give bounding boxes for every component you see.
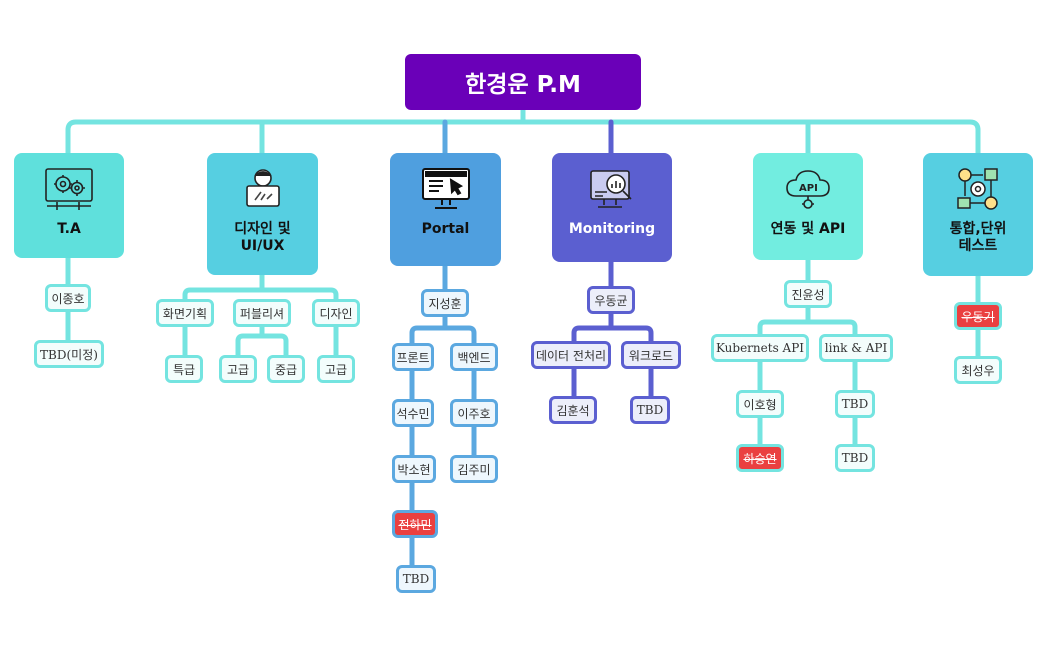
root-node[interactable]: 한경운 P.M xyxy=(405,54,641,110)
node-portal-kimju[interactable]: 김주미 xyxy=(450,455,498,483)
integration-flow-icon xyxy=(950,165,1006,213)
node-ta-lee[interactable]: 이종호 xyxy=(45,284,91,312)
node-design-plan-grade[interactable]: 특급 xyxy=(165,355,203,383)
branch-label: T.A xyxy=(57,221,81,237)
branch-label: 통합,단위 테스트 xyxy=(949,221,1007,254)
branch-label: Monitoring xyxy=(568,221,656,237)
node-portal-jeon[interactable]: 전하민 xyxy=(392,510,438,538)
node-design-designer-grade[interactable]: 고급 xyxy=(317,355,355,383)
node-portal-tbd[interactable]: TBD xyxy=(396,565,436,593)
node-monitoring-woo[interactable]: 우동균 xyxy=(587,286,635,314)
branch-portal[interactable]: Portal xyxy=(390,153,501,266)
node-portal-leeju[interactable]: 이주호 xyxy=(450,399,498,427)
node-design-publisher[interactable]: 퍼블리셔 xyxy=(233,299,291,327)
node-api-kube[interactable]: Kubernets API xyxy=(711,334,809,362)
root-label: 한경운 P.M xyxy=(465,72,581,98)
svg-text:API: API xyxy=(799,183,818,194)
branch-label: Portal xyxy=(421,221,470,237)
node-api-link[interactable]: link & API xyxy=(819,334,893,362)
node-test-woo[interactable]: 우동기 xyxy=(954,302,1002,330)
node-portal-front[interactable]: 프론트 xyxy=(392,343,434,371)
node-design-plan[interactable]: 화면기획 xyxy=(156,299,214,327)
node-portal-park[interactable]: 박소현 xyxy=(392,455,436,483)
branch-design[interactable]: 디자인 및 UI/UX xyxy=(207,153,318,275)
monitor-magnifier-icon xyxy=(584,165,640,213)
api-cloud-gear-icon: API xyxy=(780,165,836,213)
node-api-leeho[interactable]: 이호형 xyxy=(736,390,784,418)
branch-monitoring[interactable]: Monitoring xyxy=(552,153,672,262)
monitor-cursor-icon xyxy=(418,165,474,213)
designer-laptop-icon xyxy=(235,165,291,213)
node-api-tbd-1[interactable]: TBD xyxy=(835,390,875,418)
node-design-designer[interactable]: 디자인 xyxy=(312,299,360,327)
branch-ta[interactable]: T.A xyxy=(14,153,124,258)
node-api-tbd-2[interactable]: TBD xyxy=(835,444,875,472)
node-design-pub-high[interactable]: 고급 xyxy=(219,355,257,383)
branch-test[interactable]: 통합,단위 테스트 xyxy=(923,153,1033,276)
node-ta-tbd[interactable]: TBD(미정) xyxy=(34,340,104,368)
branch-label: 디자인 및 UI/UX xyxy=(234,221,291,254)
node-api-jin[interactable]: 진윤성 xyxy=(784,280,832,308)
node-portal-back[interactable]: 백엔드 xyxy=(450,343,498,371)
node-monitoring-kim[interactable]: 김훈석 xyxy=(549,396,597,424)
node-portal-seok[interactable]: 석수민 xyxy=(392,399,434,427)
node-api-ha[interactable]: 하승연 xyxy=(736,444,784,472)
node-test-choi[interactable]: 최성우 xyxy=(954,356,1002,384)
node-portal-ji[interactable]: 지성훈 xyxy=(421,289,469,317)
branch-api[interactable]: API 연동 및 API xyxy=(753,153,863,260)
node-monitoring-tbd[interactable]: TBD xyxy=(630,396,670,424)
node-monitoring-work[interactable]: 워크로드 xyxy=(621,341,681,369)
gears-blueprint-icon xyxy=(41,165,97,213)
node-monitoring-data[interactable]: 데이터 전처리 xyxy=(531,341,611,369)
branch-label: 연동 및 API xyxy=(770,221,846,237)
node-design-pub-mid[interactable]: 중급 xyxy=(267,355,305,383)
